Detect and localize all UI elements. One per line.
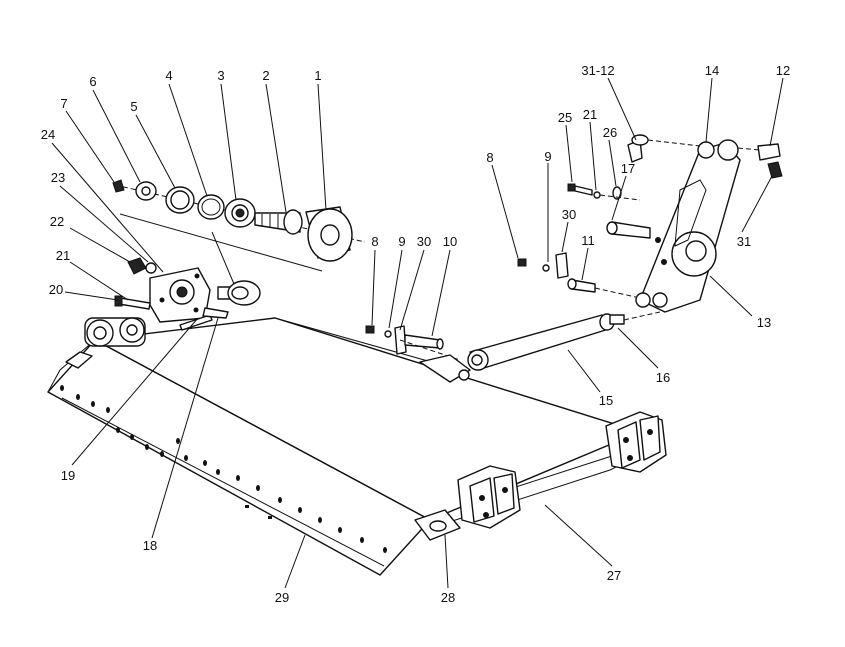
- callout-9: 9: [398, 234, 405, 249]
- callout-3: 3: [217, 68, 224, 83]
- front-right-bracket: [414, 465, 521, 541]
- callout-18: 18: [143, 538, 157, 553]
- callout-29: 29: [275, 590, 289, 605]
- callout-13: 13: [757, 315, 771, 330]
- callout-8b: 8: [486, 150, 493, 165]
- callout-16: 16: [656, 370, 670, 385]
- callout-31: 31: [737, 234, 751, 249]
- callout-31-12: 31-12: [581, 63, 614, 78]
- callout-22: 22: [50, 214, 64, 229]
- right-rear-bracket: [605, 411, 667, 473]
- callout-6: 6: [89, 74, 96, 89]
- callout-25: 25: [558, 110, 572, 125]
- callout-12: 12: [776, 63, 790, 78]
- callout-11: 11: [581, 233, 595, 248]
- callout-14: 14: [705, 63, 719, 78]
- callout-10: 10: [443, 234, 457, 249]
- callouts: 1 2 3 4 5 6 7 24 23 22 21 20 8 9 30 10 1…: [41, 63, 790, 605]
- right-rod: [467, 311, 661, 371]
- callout-21b: 21: [583, 107, 597, 122]
- callout-7: 7: [60, 96, 67, 111]
- callout-1: 1: [314, 68, 321, 83]
- callout-2: 2: [262, 68, 269, 83]
- callout-20: 20: [49, 282, 63, 297]
- callout-21: 21: [56, 248, 70, 263]
- left-bracket: [114, 257, 261, 331]
- callout-30: 30: [417, 234, 431, 249]
- callout-30b: 30: [562, 207, 576, 222]
- callout-4: 4: [165, 68, 172, 83]
- callout-19: 19: [61, 468, 75, 483]
- callout-23: 23: [51, 170, 65, 185]
- right-pin-group: [517, 183, 641, 299]
- center-pin-group: [365, 325, 471, 383]
- frame-plate: [47, 317, 641, 576]
- top-small-parts: [627, 134, 783, 179]
- callout-27: 27: [607, 568, 621, 583]
- linkage-arm: [606, 139, 761, 313]
- left-rear-bearing: [65, 317, 146, 369]
- callout-8: 8: [371, 234, 378, 249]
- leader-lines: [51, 77, 784, 589]
- left-exploded-stack: [112, 179, 366, 272]
- callout-5: 5: [130, 99, 137, 114]
- callout-26: 26: [603, 125, 617, 140]
- callout-24: 24: [41, 127, 55, 142]
- callout-9b: 9: [544, 149, 551, 164]
- plate-holes: [60, 385, 387, 553]
- callout-15: 15: [599, 393, 613, 408]
- callout-28: 28: [441, 590, 455, 605]
- callout-17: 17: [621, 161, 635, 176]
